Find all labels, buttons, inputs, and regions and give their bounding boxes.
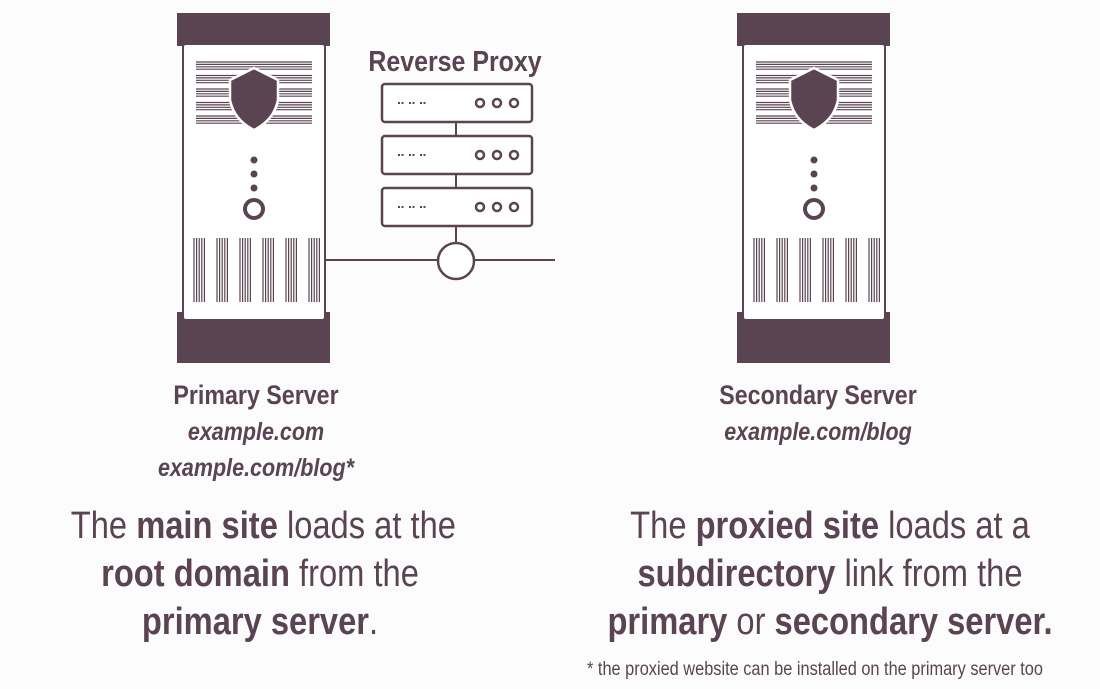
status-dot: [250, 184, 258, 192]
primary-caption-line2: root domain from the: [101, 553, 419, 595]
proxy-rack-unit: [380, 186, 534, 228]
footnote: * the proxied website can be installed o…: [587, 659, 1043, 680]
reverse-proxy-icon: [325, 82, 555, 281]
rack-port: [508, 149, 520, 161]
rack-unit-frame: [380, 186, 534, 228]
power-button-icon: [243, 198, 265, 220]
primary-server-icon: [177, 13, 330, 363]
hub-node-icon: [436, 241, 476, 281]
rack-unit-frame: [380, 134, 534, 176]
primary-caption-line1: The main site loads at the: [70, 505, 456, 547]
rack-port: [474, 97, 486, 109]
status-dot: [250, 156, 258, 164]
primary-caption: The main site loads at the root domain f…: [70, 502, 456, 646]
server-vent-bottom: [753, 238, 881, 302]
primary-caption-line3: primary server.: [141, 601, 379, 643]
status-dot: [810, 170, 818, 178]
server-top-cap: [177, 13, 330, 46]
primary-server-name: Primary Server: [173, 380, 339, 410]
proxy-title: Reverse Proxy: [368, 46, 542, 78]
rack-unit-frame: [380, 82, 534, 124]
primary-domain-root: example.com: [187, 418, 325, 446]
rack-port: [491, 149, 503, 161]
rack-port: [474, 149, 486, 161]
server-top-cap: [737, 13, 890, 46]
shield-icon: [228, 66, 280, 132]
shield-icon: [788, 66, 840, 132]
server-vent-bottom: [193, 238, 320, 302]
proxy-rack-unit: [380, 82, 534, 124]
secondary-server-icon: [737, 13, 890, 363]
rack-port: [491, 97, 503, 109]
rack-port: [508, 201, 520, 213]
status-dot: [810, 156, 818, 164]
secondary-caption: The proxied site loads at a subdirectory…: [598, 502, 1062, 646]
secondary-domain-blog: example.com/blog: [724, 418, 912, 446]
status-dot: [250, 170, 258, 178]
secondary-caption-line1: The proxied site loads at a: [630, 505, 1030, 547]
secondary-caption-line3: primary or secondary server.: [607, 601, 1053, 643]
secondary-caption-line2: subdirectory link from the: [637, 553, 1023, 595]
proxy-rack-unit: [380, 134, 534, 176]
power-button-icon: [803, 198, 825, 220]
status-dot: [810, 184, 818, 192]
rack-port: [508, 97, 520, 109]
rack-port: [491, 201, 503, 213]
rack-port: [474, 201, 486, 213]
primary-domain-blog: example.com/blog*: [158, 454, 354, 482]
secondary-server-name: Secondary Server: [719, 380, 917, 410]
server-body: [182, 43, 326, 321]
server-body: [742, 43, 886, 321]
